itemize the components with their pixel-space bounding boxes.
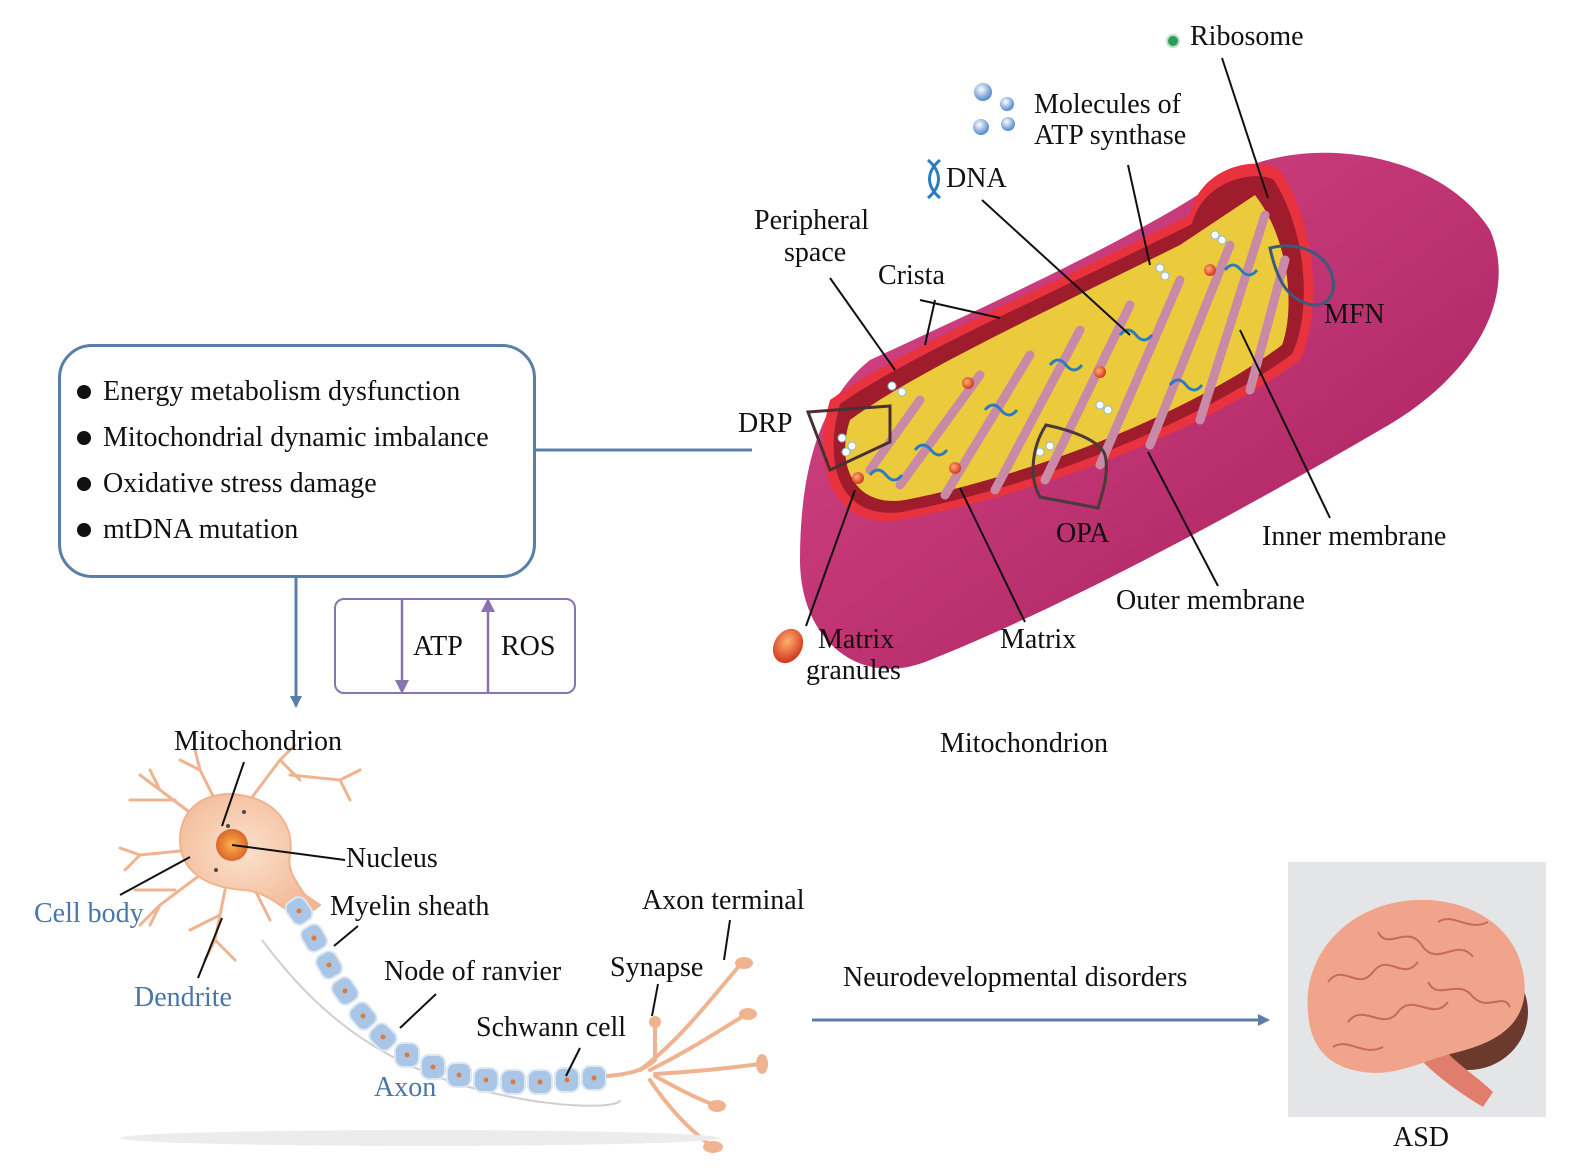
matrix-granule-legend-icon [772, 628, 804, 664]
axon-terminals [606, 963, 762, 1147]
opa-outline [1031, 423, 1108, 510]
mitochondrion-dot-2 [242, 810, 246, 814]
atp-label: ATP [413, 631, 463, 662]
list-item-text: Mitochondrial dynamic imbalance [103, 422, 489, 453]
cell-body-label: Cell body [34, 898, 144, 929]
list-item-text: mtDNA mutation [103, 514, 299, 545]
peripheral-space-label-line2: space [784, 237, 847, 268]
ribosome-legend-icon [1166, 34, 1180, 48]
brain-icon [1307, 899, 1528, 1107]
dysfunction-summary-box: Energy metabolism dysfunction Mitochondr… [58, 344, 536, 578]
mitochondrion-dot-3 [214, 868, 218, 872]
mitochondrion-dot [226, 824, 230, 828]
neuron-leader-lines [119, 761, 731, 1077]
drp-outline [805, 404, 892, 473]
schwann-cell-label: Schwann cell [476, 1012, 627, 1043]
matrix-label: Matrix [1000, 624, 1077, 655]
ros-label: ROS [501, 631, 556, 662]
cell-body-shape [178, 793, 322, 922]
asd-caption: ASD [1393, 1122, 1450, 1153]
neuron-mitochondrion-label: Mitochondrion [174, 726, 342, 757]
list-item: Mitochondrial dynamic imbalance [77, 415, 533, 461]
atp-synthase-legend-icon [973, 83, 1015, 135]
bullet-icon [77, 430, 91, 445]
list-item-text: Energy metabolism dysfunction [103, 376, 461, 407]
dna-label: DNA [946, 163, 1007, 194]
bullet-icon [77, 384, 91, 399]
brain-image-frame [1288, 862, 1546, 1117]
matrix-granules-label-line2: granules [806, 655, 901, 686]
synapse-label: Synapse [610, 952, 704, 983]
inner-membrane-label: Inner membrane [1262, 521, 1447, 552]
ribosome-label: Ribosome [1190, 21, 1304, 52]
node-of-ranvier-label: Node of ranvier [384, 956, 562, 987]
atp-ros-box [334, 598, 576, 694]
atp-synthase-dots [837, 230, 1227, 457]
nucleus-label: Nucleus [346, 843, 438, 874]
list-item: Energy metabolism dysfunction [77, 369, 533, 415]
opa-label: OPA [1056, 518, 1110, 549]
outer-membrane-label: Outer membrane [1116, 585, 1305, 616]
neuron-shadow [120, 1130, 720, 1146]
dendrite-label: Dendrite [134, 982, 232, 1013]
myelin-sheath-label: Myelin sheath [330, 891, 490, 922]
atp-synthase-label-line1: Molecules of [1034, 89, 1181, 120]
peripheral-space-label-line1: Peripheral [754, 205, 870, 236]
list-item: mtDNA mutation [77, 507, 533, 553]
bullet-icon [77, 476, 91, 491]
mitochondrion-caption: Mitochondrion [940, 728, 1108, 759]
neuron-illustration [118, 743, 768, 1153]
mitochondrion-illustration [772, 34, 1499, 669]
cristae [865, 210, 1290, 500]
matrix-granules-label-line1: Matrix [818, 624, 895, 655]
list-item: Oxidative stress damage [77, 461, 533, 507]
neurodevelopmental-disorders-label: Neurodevelopmental disorders [843, 962, 1188, 993]
mfn-outline [1268, 244, 1335, 307]
axon-terminal-label: Axon terminal [642, 885, 805, 916]
terminal-boutons [649, 957, 768, 1153]
myelin-segments [284, 896, 607, 1095]
dna-legend-icon [926, 158, 942, 200]
dysfunction-list: Energy metabolism dysfunction Mitochondr… [61, 347, 533, 553]
dna-marks [868, 263, 1259, 482]
matrix-granule-dots [852, 264, 1216, 484]
schwann-nuclei [296, 908, 597, 1085]
crista-label: Crista [878, 260, 945, 291]
bullet-icon [77, 522, 91, 537]
drp-label: DRP [738, 408, 793, 439]
mfn-label: MFN [1324, 299, 1385, 330]
axon-label: Axon [374, 1072, 437, 1103]
atp-synthase-label-line2: ATP synthase [1034, 120, 1187, 151]
mito-leader-lines [805, 57, 1331, 627]
list-item-text: Oxidative stress damage [103, 468, 377, 499]
